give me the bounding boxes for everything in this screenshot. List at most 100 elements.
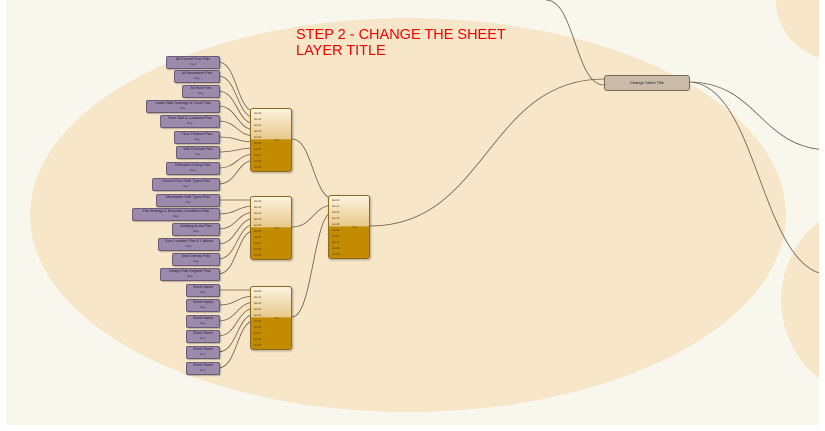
input-port[interactable]: item3 — [254, 129, 262, 133]
input-port[interactable]: item5 — [254, 319, 262, 323]
node-value: Key — [200, 321, 206, 325]
list-create-node[interactable]: item0 item1 item2 item3 item4 item5 item6 item7… — [250, 286, 292, 350]
list-create-node[interactable]: item0 item1 item2 item3 item4 item5 item6 item7… — [250, 196, 292, 260]
input-port[interactable]: item2 — [332, 210, 340, 214]
step-title: STEP 2 - CHANGE THE SHEET LAYER TITLE — [296, 27, 556, 59]
node-label: Sheet Name — [193, 363, 213, 367]
input-port[interactable]: item7 — [254, 241, 262, 245]
input-port[interactable]: item6 — [254, 147, 262, 151]
wire — [687, 81, 819, 274]
input-port[interactable]: item2 — [254, 123, 262, 127]
node-value: Key — [200, 290, 206, 294]
input-port[interactable]: item5 — [332, 228, 340, 232]
node-label: Slab Overlay Plan — [181, 254, 211, 258]
input-port[interactable]: item6 — [332, 234, 340, 238]
output-port[interactable]: list — [275, 138, 279, 142]
input-port[interactable]: item6 — [254, 325, 262, 329]
node-value: Key — [186, 244, 192, 248]
input-port[interactable]: item8 — [254, 159, 262, 163]
graph-canvas[interactable]: STEP 2 - CHANGE THE SHEET LAYER TITLE Al… — [6, 0, 819, 425]
input-port[interactable]: item0 — [254, 289, 262, 293]
input-port[interactable]: item5 — [254, 141, 262, 145]
node-label: Sheet Name — [193, 347, 213, 351]
input-port[interactable]: item8 — [254, 247, 262, 251]
node-label: Under Slab Drainage & Ducts Plan — [155, 101, 211, 105]
input-port[interactable]: item0 — [332, 198, 340, 202]
input-port[interactable]: item8 — [332, 246, 340, 250]
node-label: Alt Ground Floor Plan — [175, 57, 211, 61]
input-port[interactable]: item7 — [332, 240, 340, 244]
input-port[interactable]: item3 — [254, 217, 262, 221]
input-port[interactable]: item5 — [254, 229, 262, 233]
wires — [217, 0, 819, 369]
wire — [291, 138, 335, 200]
list-create-node[interactable]: item0 item1 item2 item3 item4 item5 item6 item7… — [328, 195, 370, 259]
input-port[interactable]: item7 — [254, 331, 262, 335]
input-port[interactable]: item0 — [254, 199, 262, 203]
input-port[interactable]: item2 — [254, 211, 262, 215]
node-label: Fire Strategy & Boundary Conditions Plan — [142, 209, 210, 213]
node-value: Key — [183, 184, 189, 188]
wire — [291, 210, 335, 318]
input-port[interactable]: item3 — [332, 216, 340, 220]
input-port[interactable]: item9 — [332, 252, 340, 256]
input-port[interactable]: item4 — [254, 223, 262, 227]
input-port[interactable]: item3 — [254, 307, 262, 311]
input-port[interactable]: item7 — [254, 153, 262, 157]
input-port[interactable]: item4 — [254, 313, 262, 317]
node-value: Key — [198, 91, 204, 95]
input-port[interactable]: item9 — [254, 165, 262, 169]
node-value: Key — [180, 106, 186, 110]
title-line: LAYER TITLE — [296, 43, 386, 59]
output-port[interactable]: list — [275, 316, 279, 320]
input-port[interactable]: item2 — [254, 301, 262, 305]
input-port[interactable]: item1 — [254, 117, 262, 121]
node-label: Reflected Ceiling Plan — [175, 163, 211, 167]
output-port[interactable]: list — [275, 226, 279, 230]
change-sheet-title-node[interactable]: Change Sheet Title — [604, 75, 690, 91]
node-label: Mezzanine Wall Types Plan — [166, 195, 210, 199]
node-label: Sheet Name — [193, 300, 213, 304]
input-port[interactable]: item9 — [254, 253, 262, 257]
node-label: Ground Floor Wall Types Plan — [162, 179, 210, 183]
output-port[interactable]: list — [353, 225, 357, 229]
node-value: Key — [194, 76, 200, 80]
node-value: Key — [200, 352, 206, 356]
input-port[interactable]: item6 — [254, 235, 262, 239]
sheet-name-node[interactable]: Fire Strategy & Boundary Conditions Plan… — [132, 208, 220, 221]
input-port[interactable]: item1 — [332, 204, 340, 208]
input-port[interactable]: item9 — [254, 343, 262, 347]
list-create-node[interactable]: item0 item1 item2 item3 item4 item5 item6 item7… — [250, 108, 292, 172]
input-port[interactable]: item0 — [254, 111, 262, 115]
wire — [545, 0, 605, 86]
node-value: Key — [200, 336, 206, 340]
wire — [687, 81, 819, 150]
node-label: Wall Finishes Plan — [183, 147, 213, 151]
input-port[interactable]: item4 — [332, 222, 340, 226]
input-port[interactable]: item4 — [254, 135, 262, 139]
input-port[interactable]: item8 — [254, 337, 262, 341]
input-port[interactable]: item1 — [254, 205, 262, 209]
wire — [369, 78, 605, 227]
input-port[interactable]: item1 — [254, 295, 262, 299]
